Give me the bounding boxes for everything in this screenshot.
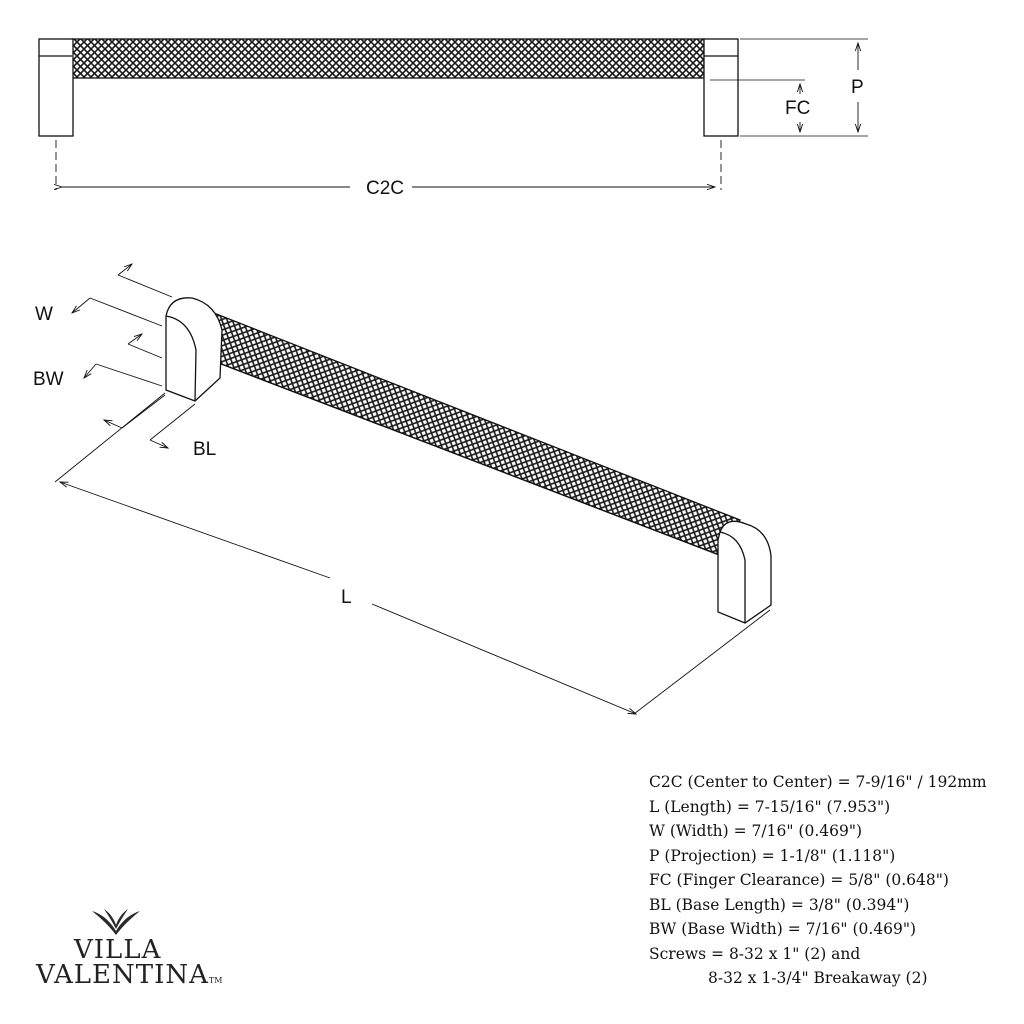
spec-width: W (Width) = 7/16" (0.469"): [649, 822, 863, 840]
p-label: P: [851, 77, 864, 98]
left-post-iso: [165, 297, 223, 402]
w-label: W: [35, 304, 53, 325]
knurled-bar-iso: [189, 305, 741, 557]
spec-base-width: BW (Base Width) = 7/16" (0.469"): [649, 920, 917, 938]
side-view: [38, 38, 868, 190]
knurled-bar-side: [71, 38, 705, 79]
brand-name-line1: VILLA: [74, 935, 162, 965]
l-label: L: [341, 587, 352, 608]
spec-base-length: BL (Base Length) = 3/8" (0.394"): [649, 895, 910, 914]
spec-c2c: C2C (Center to Center) = 7-9/16" / 192mm: [649, 773, 987, 791]
leaf-emblem-icon: [92, 909, 140, 935]
bw-label: BW: [33, 369, 64, 390]
right-post-side: [703, 38, 739, 137]
bl-label: BL: [193, 439, 216, 460]
brand-name-line2: VALENTINATM: [36, 960, 222, 990]
spec-projection: P (Projection) = 1-1/8" (1.118"): [649, 846, 896, 865]
isometric-view: [165, 297, 772, 624]
l-dimension-line: [60, 482, 331, 579]
c2c-label: C2C: [366, 178, 404, 199]
spec-length: L (Length) = 7-15/16" (7.953"): [649, 797, 891, 816]
w-dimension-line: [117, 264, 132, 276]
spec-screws-breakaway: 8-32 x 1-3/4" Breakaway (2): [708, 969, 928, 987]
spec-list: C2C (Center to Center) = 7-9/16" / 192mm…: [649, 770, 1019, 991]
spec-screws: Screws = 8-32 x 1" (2) and: [649, 944, 861, 963]
left-post-side: [38, 38, 74, 137]
brand-logo: VILLA VALENTINATM: [36, 905, 236, 1000]
bw-dimension-line: [127, 334, 142, 345]
fc-label: FC: [785, 98, 810, 119]
trademark: TM: [208, 976, 223, 985]
spec-finger-clearance: FC (Finger Clearance) = 5/8" (0.648"): [649, 871, 949, 889]
brand-name-line2-text: VALENTINA: [36, 960, 209, 990]
bl-dimension-line: [104, 420, 123, 429]
